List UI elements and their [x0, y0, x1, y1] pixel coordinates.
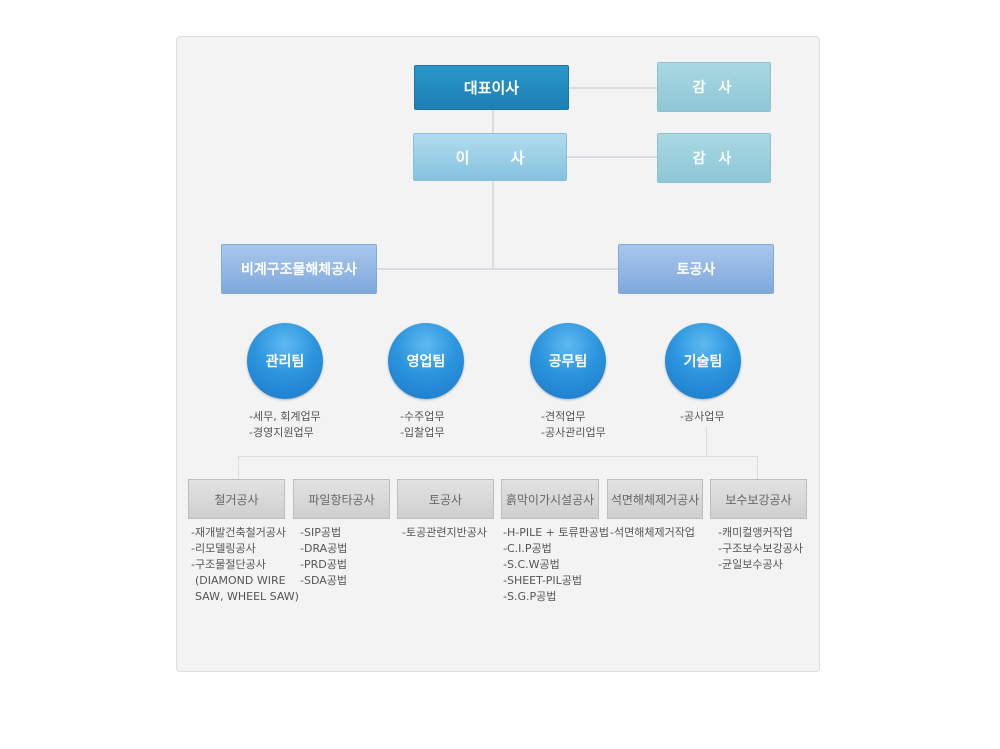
work-box-repair: 보수보강공사	[710, 479, 807, 519]
connector-works-right	[757, 456, 758, 479]
task-item: -경영지원업무	[249, 426, 314, 439]
work-label: 보수보강공사	[725, 492, 792, 507]
ceo-box: 대표이사	[414, 65, 569, 110]
work-item: -SIP공법	[300, 526, 342, 539]
task-item: -견적업무	[541, 410, 586, 423]
director-label: 이 사	[455, 148, 543, 167]
team-circle-management: 관리팀	[247, 323, 323, 399]
work-items-demolition: -재개발건축철거공사 -리모델링공사 -구조물절단공사 (DIAMOND WIR…	[191, 525, 299, 605]
work-label: 흙막이가시설공사	[505, 492, 595, 507]
work-item: -균일보수공사	[718, 558, 783, 571]
work-item: -DRA공법	[300, 542, 348, 555]
team-circle-sales: 영업팀	[388, 323, 464, 399]
work-item: -토공관련지반공사	[402, 526, 487, 539]
director-box: 이 사	[413, 133, 567, 181]
work-label: 철거공사	[214, 492, 259, 507]
task-item: -공사업무	[680, 410, 725, 423]
work-item: -PRD공법	[300, 558, 347, 571]
task-item: -세무, 회계업무	[249, 410, 321, 423]
connector-companies	[375, 268, 619, 270]
team-tasks-technical: -공사업무	[680, 409, 724, 425]
team-label: 공무팀	[548, 354, 588, 370]
team-circle-construction: 공무팀	[530, 323, 606, 399]
work-item: -구조보수보강공사	[718, 542, 803, 555]
work-label: 토공사	[428, 492, 463, 507]
team-tasks-construction: -견적업무 -공사관리업무	[541, 409, 606, 441]
auditor-box-bottom: 감 사	[657, 133, 771, 183]
work-box-earthwork: 토공사	[397, 479, 494, 519]
work-items-retaining: -H-PILE + 토류판공법 -C.I.P공법 -S.C.W공법 -SHEET…	[503, 525, 609, 605]
task-item: -수주업무	[400, 410, 445, 423]
connector-ceo-director	[492, 108, 494, 134]
work-label: 파일항타공사	[308, 492, 375, 507]
connector-ceo-auditor	[567, 87, 657, 89]
auditor-label-top: 감 사	[692, 80, 736, 96]
company-label-scaffold: 비계구조물해체공사	[241, 262, 357, 278]
work-item: -C.I.P공법	[503, 542, 552, 555]
work-item: SAW, WHEEL SAW)	[195, 590, 299, 603]
team-label: 영업팀	[406, 354, 446, 370]
connector-works-horizontal	[238, 456, 758, 457]
connector-tech-down	[706, 426, 707, 457]
team-circle-technical: 기술팀	[665, 323, 741, 399]
work-items-repair: -캐미컬앵커작업 -구조보수보강공사 -균일보수공사	[718, 525, 803, 573]
task-item: -공사관리업무	[541, 426, 606, 439]
work-items-pile: -SIP공법 -DRA공법 -PRD공법 -SDA공법	[300, 525, 347, 589]
team-tasks-sales: -수주업무 -입찰업무	[400, 409, 444, 441]
work-item: -리모델링공사	[191, 542, 256, 555]
work-item: -H-PILE + 토류판공법	[503, 526, 609, 539]
work-item: -SDA공법	[300, 574, 347, 587]
connector-director-down	[492, 181, 494, 269]
work-box-demolition: 철거공사	[188, 479, 285, 519]
work-items-earthwork: -토공관련지반공사	[402, 525, 487, 541]
connector-director-auditor	[567, 156, 657, 158]
team-label: 기술팀	[683, 354, 723, 370]
work-item: -캐미컬앵커작업	[718, 526, 793, 539]
work-item: (DIAMOND WIRE	[195, 574, 286, 587]
work-item: -재개발건축철거공사	[191, 526, 287, 539]
work-item: -SHEET-PIL공법	[503, 574, 583, 587]
work-box-pile: 파일항타공사	[293, 479, 390, 519]
auditor-label-bottom: 감 사	[692, 151, 736, 167]
team-tasks-management: -세무, 회계업무 -경영지원업무	[249, 409, 321, 441]
work-item: -S.G.P공법	[503, 590, 557, 603]
work-items-asbestos: -석면해체제거작업	[610, 525, 695, 541]
work-label: 석면해체제거공사	[610, 492, 700, 507]
work-item: -석면해체제거작업	[610, 526, 695, 539]
work-box-asbestos: 석면해체제거공사	[607, 479, 703, 519]
company-box-scaffold: 비계구조물해체공사	[221, 244, 377, 294]
auditor-box-top: 감 사	[657, 62, 771, 112]
team-label: 관리팀	[265, 354, 305, 370]
work-item: -S.C.W공법	[503, 558, 560, 571]
work-box-retaining: 흙막이가시설공사	[501, 479, 599, 519]
task-item: -입찰업무	[400, 426, 445, 439]
work-item: -구조물절단공사	[191, 558, 266, 571]
company-label-earthwork: 토공사	[676, 262, 716, 278]
ceo-label: 대표이사	[463, 79, 520, 97]
company-box-earthwork: 토공사	[618, 244, 774, 294]
connector-works-left	[238, 456, 239, 479]
